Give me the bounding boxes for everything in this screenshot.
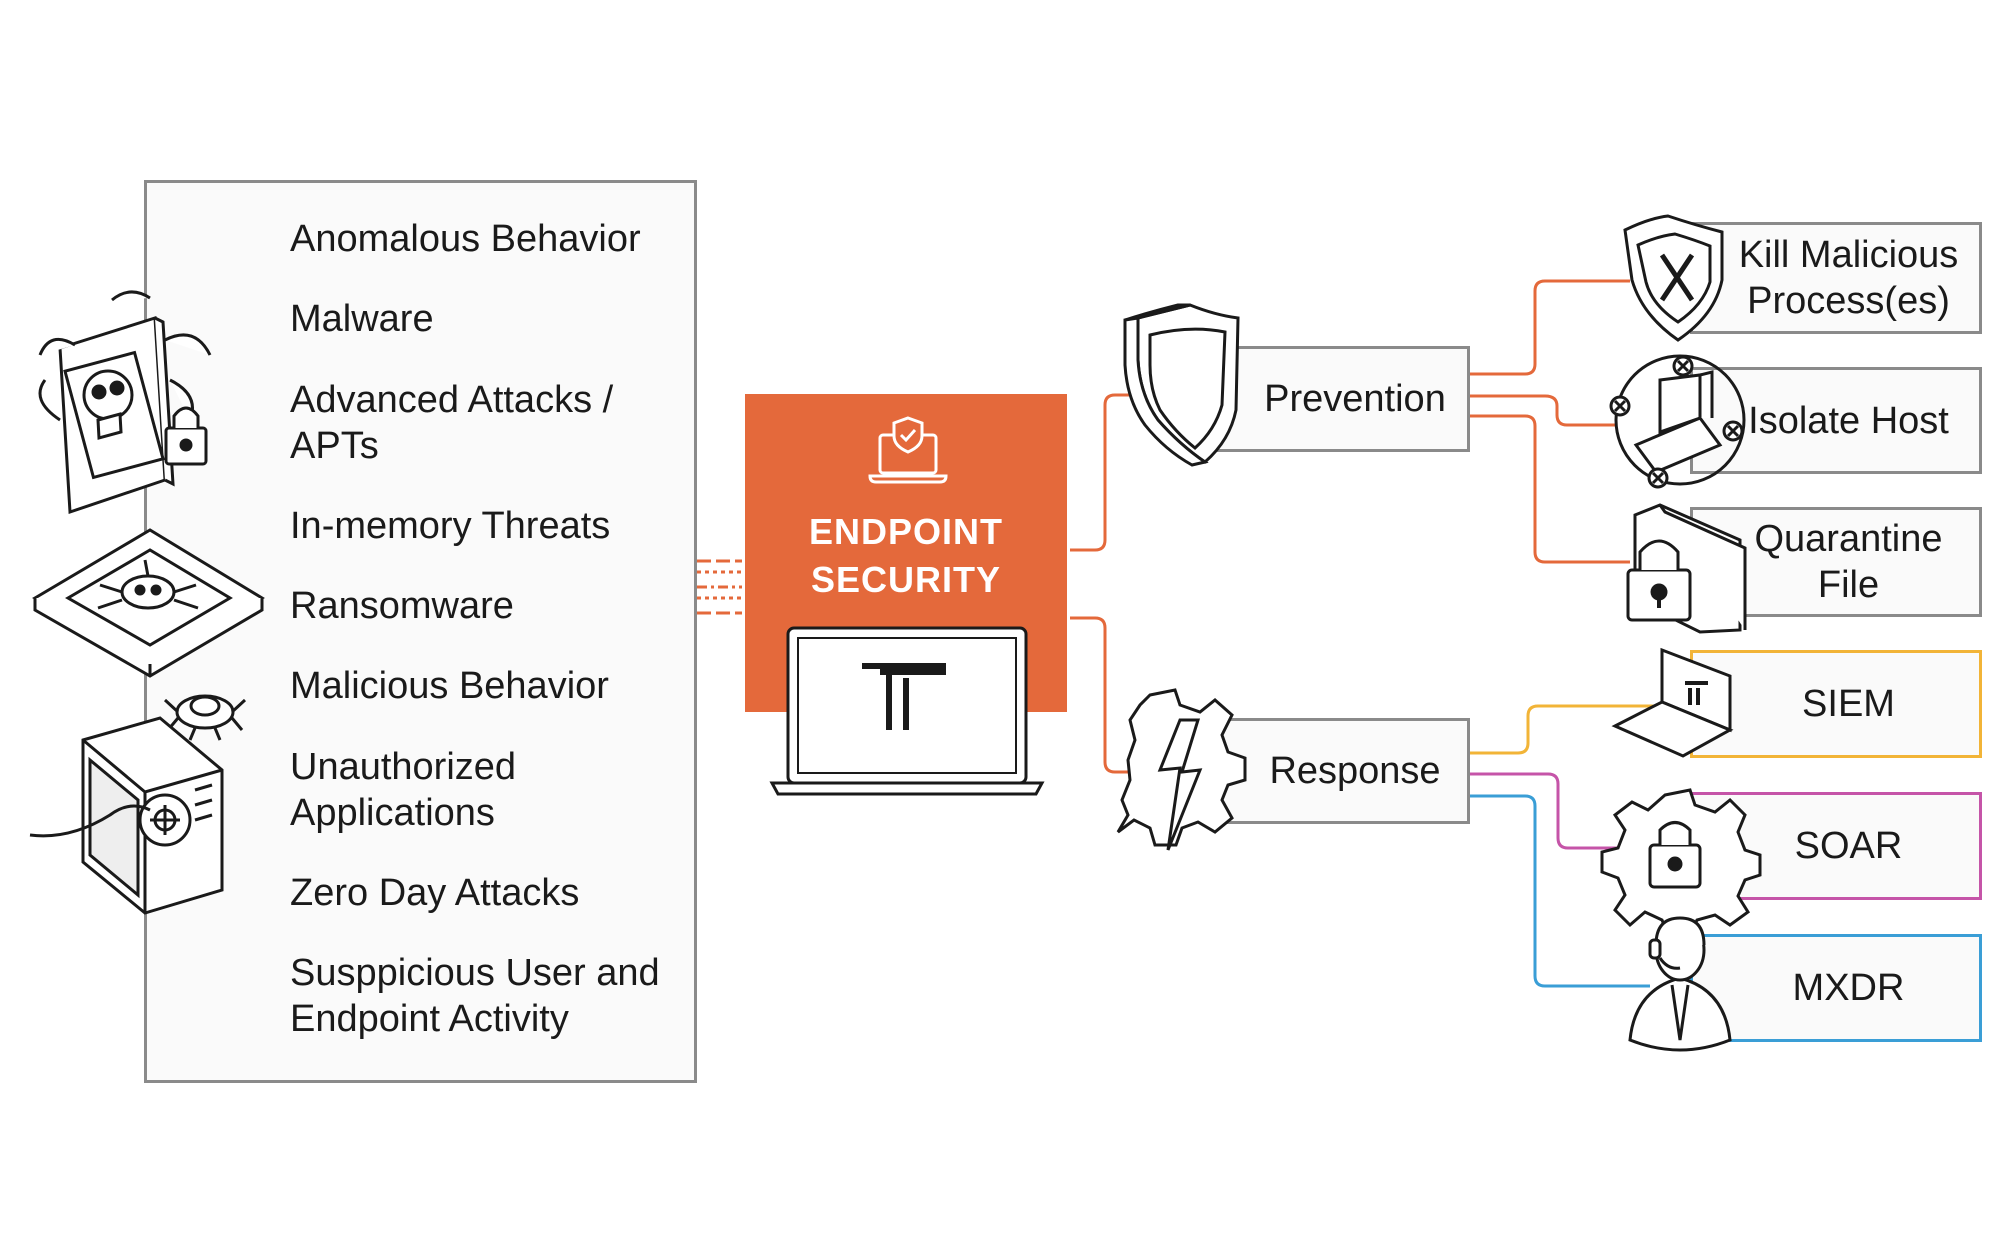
chained-tablet-skull-icon	[38, 290, 212, 515]
kill-process-label: Kill Malicious Process(es)	[1738, 234, 1959, 322]
soar-label: SOAR	[1794, 825, 1903, 867]
threat-item: Unauthorized Applications	[290, 746, 517, 834]
chip-bug-icon	[32, 528, 265, 678]
bug-icon	[163, 694, 247, 741]
threat-item: Anomalous Behavior	[290, 218, 641, 260]
isolate-host-label: Isolate Host	[1748, 399, 1949, 442]
gear-lock-icon	[1600, 788, 1762, 937]
threat-item: Zero Day Attacks	[290, 872, 580, 914]
response-box	[1198, 718, 1470, 824]
shield-icon	[1123, 303, 1240, 467]
threat-item: Advanced Attacks / APTs	[290, 379, 614, 467]
siem-laptop-icon	[1611, 647, 1734, 758]
center-title: ENDPOINT SECURITY	[808, 511, 1003, 600]
threat-item: Malware	[290, 298, 434, 340]
server-vault-icon	[29, 716, 224, 915]
response-label: Response	[1269, 750, 1441, 792]
threat-item: In-memory Threats	[290, 505, 611, 547]
siem-label: SIEM	[1802, 683, 1895, 725]
threats-panel	[144, 180, 697, 1083]
locked-folder-icon	[1626, 503, 1747, 634]
prevention-box	[1198, 346, 1470, 452]
logo-laptop-icon	[769, 626, 1045, 796]
threat-item: Ransomware	[290, 585, 514, 627]
kill-process-box	[1690, 222, 1982, 334]
threat-item: Malicious Behavior	[290, 665, 609, 707]
shield-x-icon	[1623, 214, 1724, 342]
laptop-shield-icon	[868, 416, 948, 484]
gear-lightning-icon	[1116, 688, 1247, 851]
isolate-host-box	[1690, 367, 1982, 474]
siem-box	[1690, 650, 1982, 758]
threat-item: Susppicious User and Endpoint Activity	[290, 952, 660, 1040]
quarantine-file-label: Quarantine File	[1754, 518, 1943, 606]
mxdr-label: MXDR	[1792, 967, 1905, 1009]
isolated-laptop-icon	[1609, 354, 1746, 489]
agent-headset-icon	[1628, 916, 1732, 1052]
prevention-label: Prevention	[1264, 378, 1446, 420]
